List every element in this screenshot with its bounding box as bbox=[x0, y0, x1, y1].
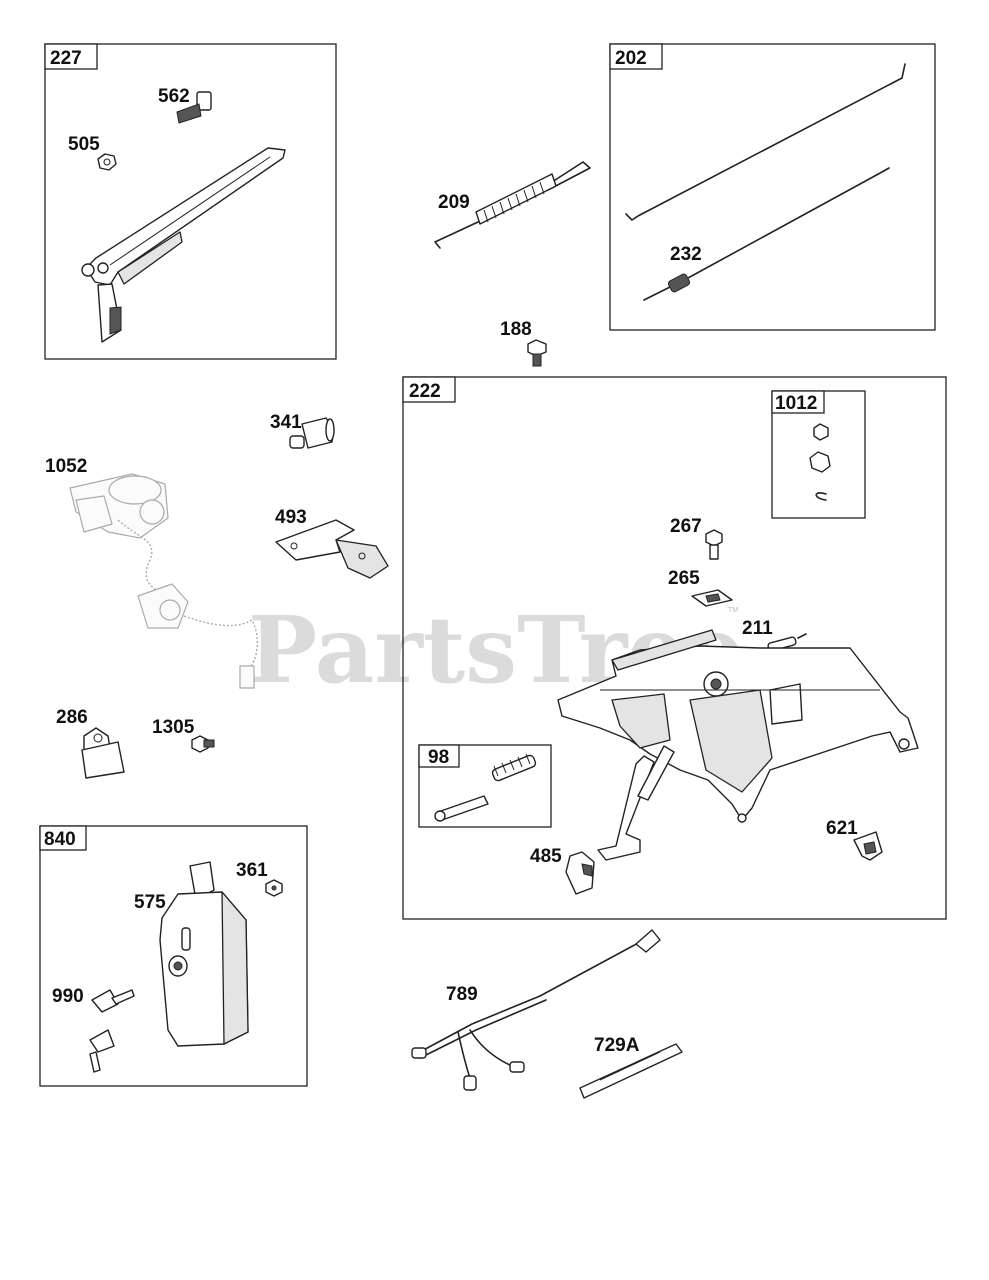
callout-562: 562 bbox=[158, 86, 190, 107]
screw-1305-icon bbox=[191, 735, 215, 753]
callout-493: 493 bbox=[275, 507, 307, 528]
grommet-286-icon bbox=[81, 727, 125, 779]
callout-286: 286 bbox=[56, 707, 88, 728]
kit-202-frame[interactable]: 202 bbox=[609, 43, 936, 331]
screw-icon bbox=[527, 339, 547, 367]
callout-1052: 1052 bbox=[45, 456, 87, 477]
knob-485-icon bbox=[565, 851, 595, 895]
kit-840-frame[interactable]: 840 bbox=[39, 825, 308, 1087]
ignition-switch-icon bbox=[69, 473, 259, 689]
callout-990: 990 bbox=[52, 986, 84, 1007]
kit-227-frame[interactable]: 227 bbox=[44, 43, 337, 360]
kit-840-tag: 840 bbox=[44, 829, 76, 850]
switch-housing-icon bbox=[159, 861, 249, 1047]
pin-and-spring-icon bbox=[434, 753, 537, 822]
tie-strap-icon bbox=[579, 1043, 683, 1099]
wire-harness-icon bbox=[411, 929, 661, 1091]
key-icon bbox=[89, 989, 135, 1073]
kit-222-tag: 222 bbox=[409, 381, 441, 402]
kit-1012-tag: 1012 bbox=[775, 393, 817, 414]
callout-621: 621 bbox=[826, 818, 858, 839]
spacer-341-icon bbox=[289, 417, 335, 449]
callout-211: 211 bbox=[742, 618, 773, 639]
callout-267: 267 bbox=[670, 516, 702, 537]
screw-361-icon bbox=[265, 879, 283, 897]
kit-222-frame[interactable]: 222 bbox=[402, 376, 947, 920]
kit-1012-frame[interactable]: 1012 bbox=[771, 390, 866, 519]
callout-232: 232 bbox=[670, 244, 702, 265]
kit-227-tag: 227 bbox=[50, 48, 82, 69]
callout-575: 575 bbox=[134, 892, 166, 913]
screw-267-icon bbox=[705, 529, 723, 560]
control-plate-icon bbox=[557, 629, 919, 861]
extension-spring-icon bbox=[434, 161, 591, 249]
control-lever-icon bbox=[81, 147, 286, 343]
watermark-trademark: TM bbox=[728, 607, 738, 614]
callout-361: 361 bbox=[236, 860, 268, 881]
callout-341: 341 bbox=[270, 412, 302, 433]
link-rod-icon bbox=[625, 63, 906, 301]
callout-729A: 729A bbox=[594, 1035, 640, 1056]
bolt-562-icon bbox=[176, 91, 212, 124]
kit-98-tag: 98 bbox=[428, 747, 449, 768]
callout-209: 209 bbox=[438, 192, 470, 213]
kit-98-frame[interactable]: 98 bbox=[418, 744, 552, 828]
clip-621-icon bbox=[853, 831, 883, 861]
kit-202-tag: 202 bbox=[615, 48, 647, 69]
callout-789: 789 bbox=[446, 984, 478, 1005]
nut-505-icon bbox=[97, 153, 117, 171]
callout-1305: 1305 bbox=[152, 717, 195, 738]
clip-265-icon bbox=[691, 589, 733, 607]
callout-265: 265 bbox=[668, 568, 700, 589]
nut-icon bbox=[809, 423, 831, 501]
callout-485: 485 bbox=[530, 846, 562, 867]
callout-188: 188 bbox=[500, 319, 532, 340]
callout-505: 505 bbox=[68, 134, 100, 155]
bracket-icon bbox=[275, 519, 389, 579]
